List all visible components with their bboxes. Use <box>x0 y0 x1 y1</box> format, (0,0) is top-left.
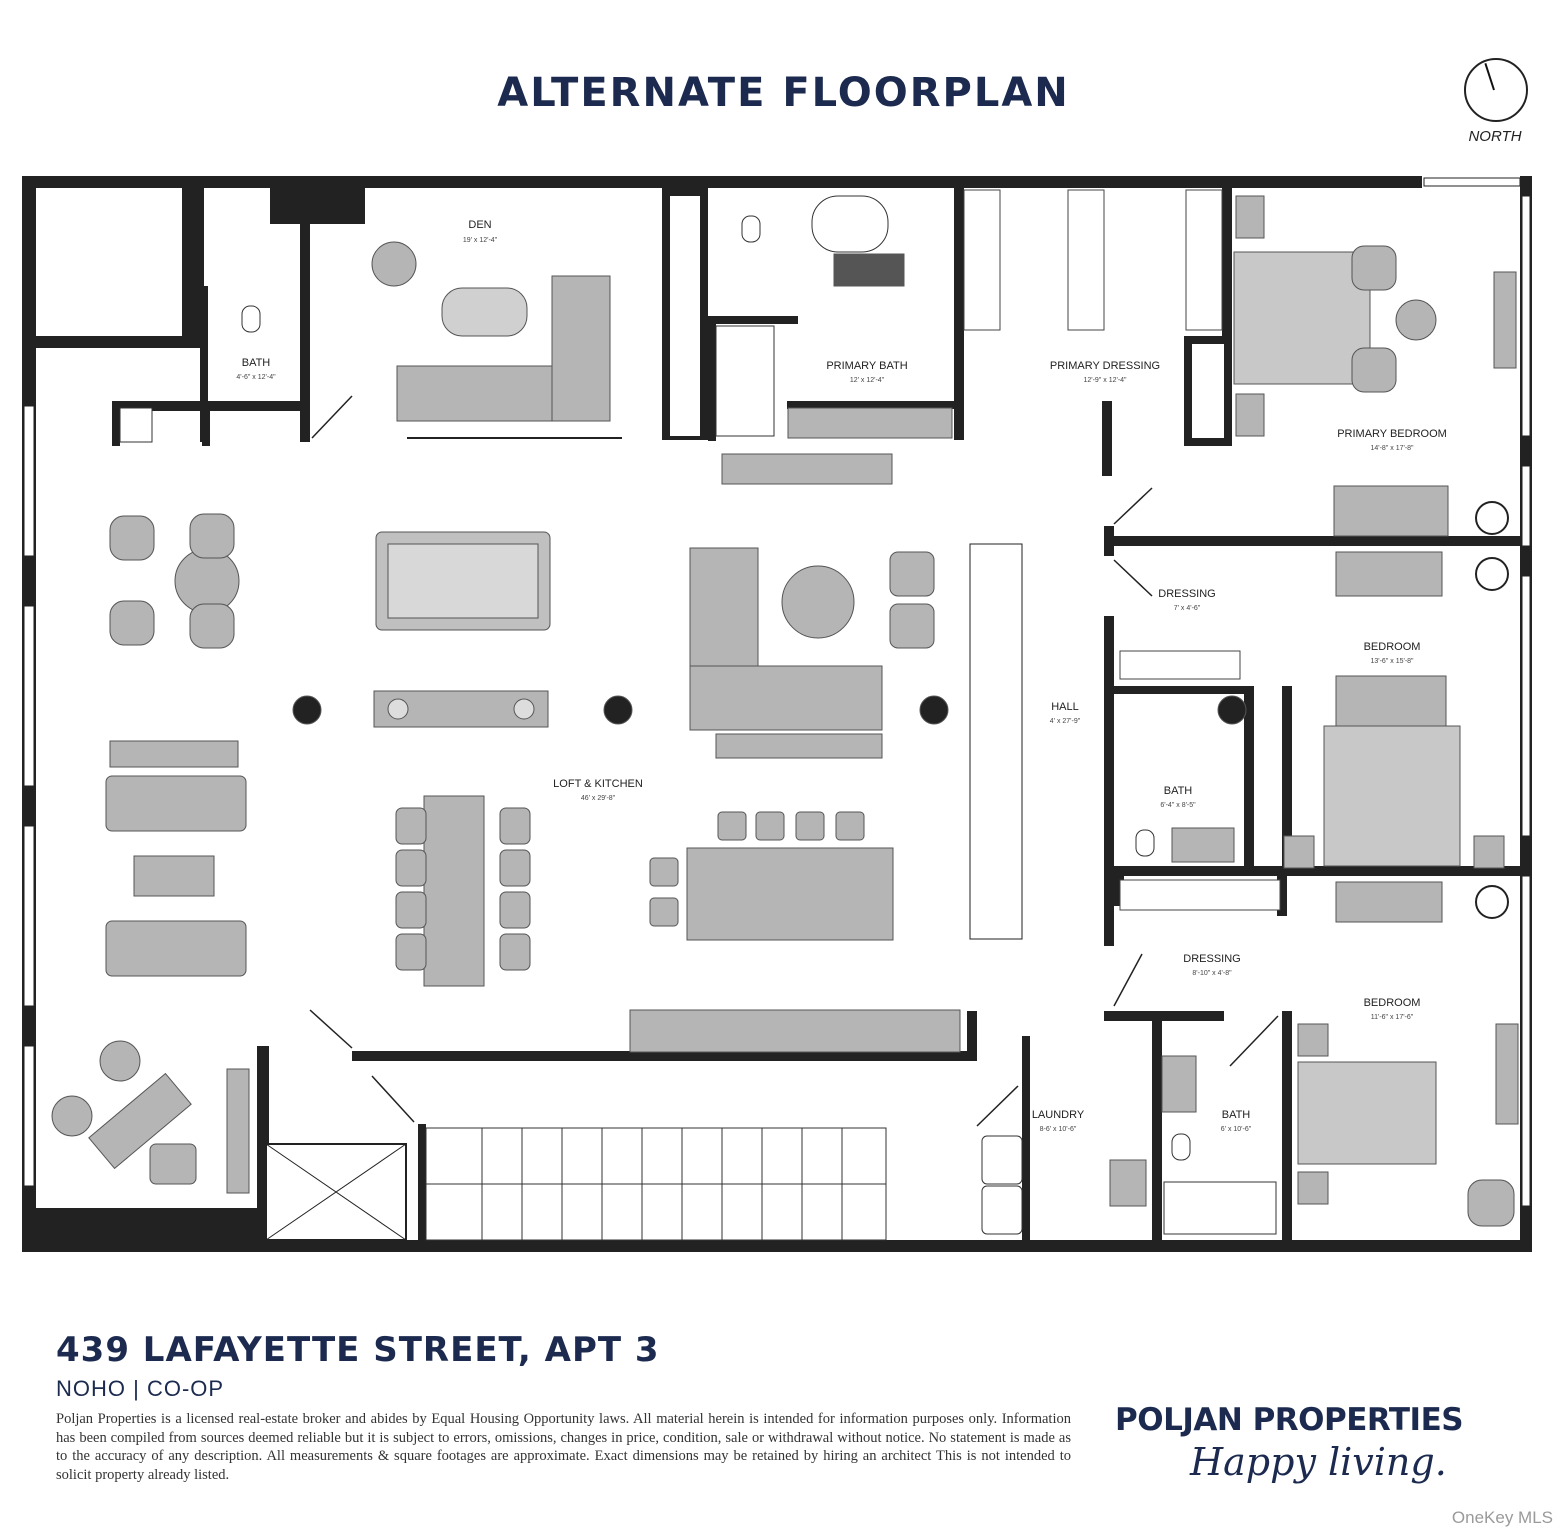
compass-circle-icon <box>1464 58 1528 122</box>
room-name-hall: HALL <box>1051 701 1079 713</box>
property-address: 439 LAFAYETTE STREET, APT 3 <box>56 1330 660 1370</box>
room-name-dressing-1: DRESSING <box>1158 588 1215 600</box>
den-window <box>407 183 642 439</box>
room-labels: DEN 19' x 12'-4" BATH 4'-6" x 12'-4" PRI… <box>236 219 1446 1133</box>
room-name-primary-dressing: PRIMARY DRESSING <box>1050 360 1160 372</box>
room-dims-dressing-2: 8'-10" x 4'-8" <box>1192 970 1232 977</box>
room-name-loft-kitchen: LOFT & KITCHEN <box>553 778 643 790</box>
room-name-bath-1: BATH <box>242 357 271 369</box>
room-name-den: DEN <box>468 219 491 231</box>
property-subline: NOHO | CO-OP <box>56 1376 225 1401</box>
furniture <box>51 189 1519 1241</box>
room-dims-den: 19' x 12'-4" <box>463 237 498 244</box>
room-dims-bedroom-2: 11'-6" x 17'-6" <box>1371 1014 1414 1021</box>
room-dims-hall: 4' x 27'-9" <box>1050 718 1081 725</box>
room-name-primary-bedroom: PRIMARY BEDROOM <box>1337 428 1447 440</box>
room-name-dressing-2: DRESSING <box>1183 953 1240 965</box>
floorplan-drawing: DEN 19' x 12'-4" BATH 4'-6" x 12'-4" PRI… <box>22 176 1532 1252</box>
room-dims-bath-2: 6'-4" x 8'-5" <box>1160 802 1196 809</box>
room-dims-bath-1: 4'-6" x 12'-4" <box>236 374 276 381</box>
room-dims-primary-bedroom: 14'-8" x 17'-8" <box>1370 445 1414 452</box>
door-swings <box>309 395 1279 1127</box>
north-compass: NORTH <box>1462 58 1528 152</box>
mls-watermark: OneKey MLS <box>1451 1508 1553 1527</box>
window-strips <box>23 177 1531 1207</box>
room-dims-primary-bath: 12' x 12'-4" <box>850 377 885 384</box>
brand-tagline: Happy living. <box>1190 1440 1447 1484</box>
room-name-primary-bath: PRIMARY BATH <box>826 360 907 372</box>
room-dims-primary-dressing: 12'-9" x 12'-4" <box>1083 377 1127 384</box>
room-dims-loft-kitchen: 46' x 29'-8" <box>581 795 616 802</box>
floorplan-title: ALTERNATE FLOORPLAN <box>497 70 1070 116</box>
stair-treads <box>426 1128 886 1240</box>
north-label: NORTH <box>1468 128 1522 145</box>
room-name-bath-2: BATH <box>1164 785 1193 797</box>
legal-disclaimer: Poljan Properties is a licensed real-est… <box>56 1411 1071 1483</box>
interior-walls <box>36 188 1522 1246</box>
room-name-bedroom-1: BEDROOM <box>1364 641 1421 653</box>
room-name-laundry: LAUNDRY <box>1032 1109 1085 1121</box>
room-dims-bedroom-1: 13'-6" x 15'-8" <box>1370 658 1414 665</box>
room-dims-dressing-1: 7' x 4'-6" <box>1174 605 1201 612</box>
room-name-bath-3: BATH <box>1222 1109 1251 1121</box>
brand-logo: POLJAN PROPERTIES <box>1115 1402 1464 1438</box>
room-name-bedroom-2: BEDROOM <box>1364 997 1421 1009</box>
room-dims-bath-3: 6' x 10'-6" <box>1221 1126 1252 1133</box>
room-dims-laundry: 8-6' x 10'-6" <box>1040 1126 1077 1133</box>
